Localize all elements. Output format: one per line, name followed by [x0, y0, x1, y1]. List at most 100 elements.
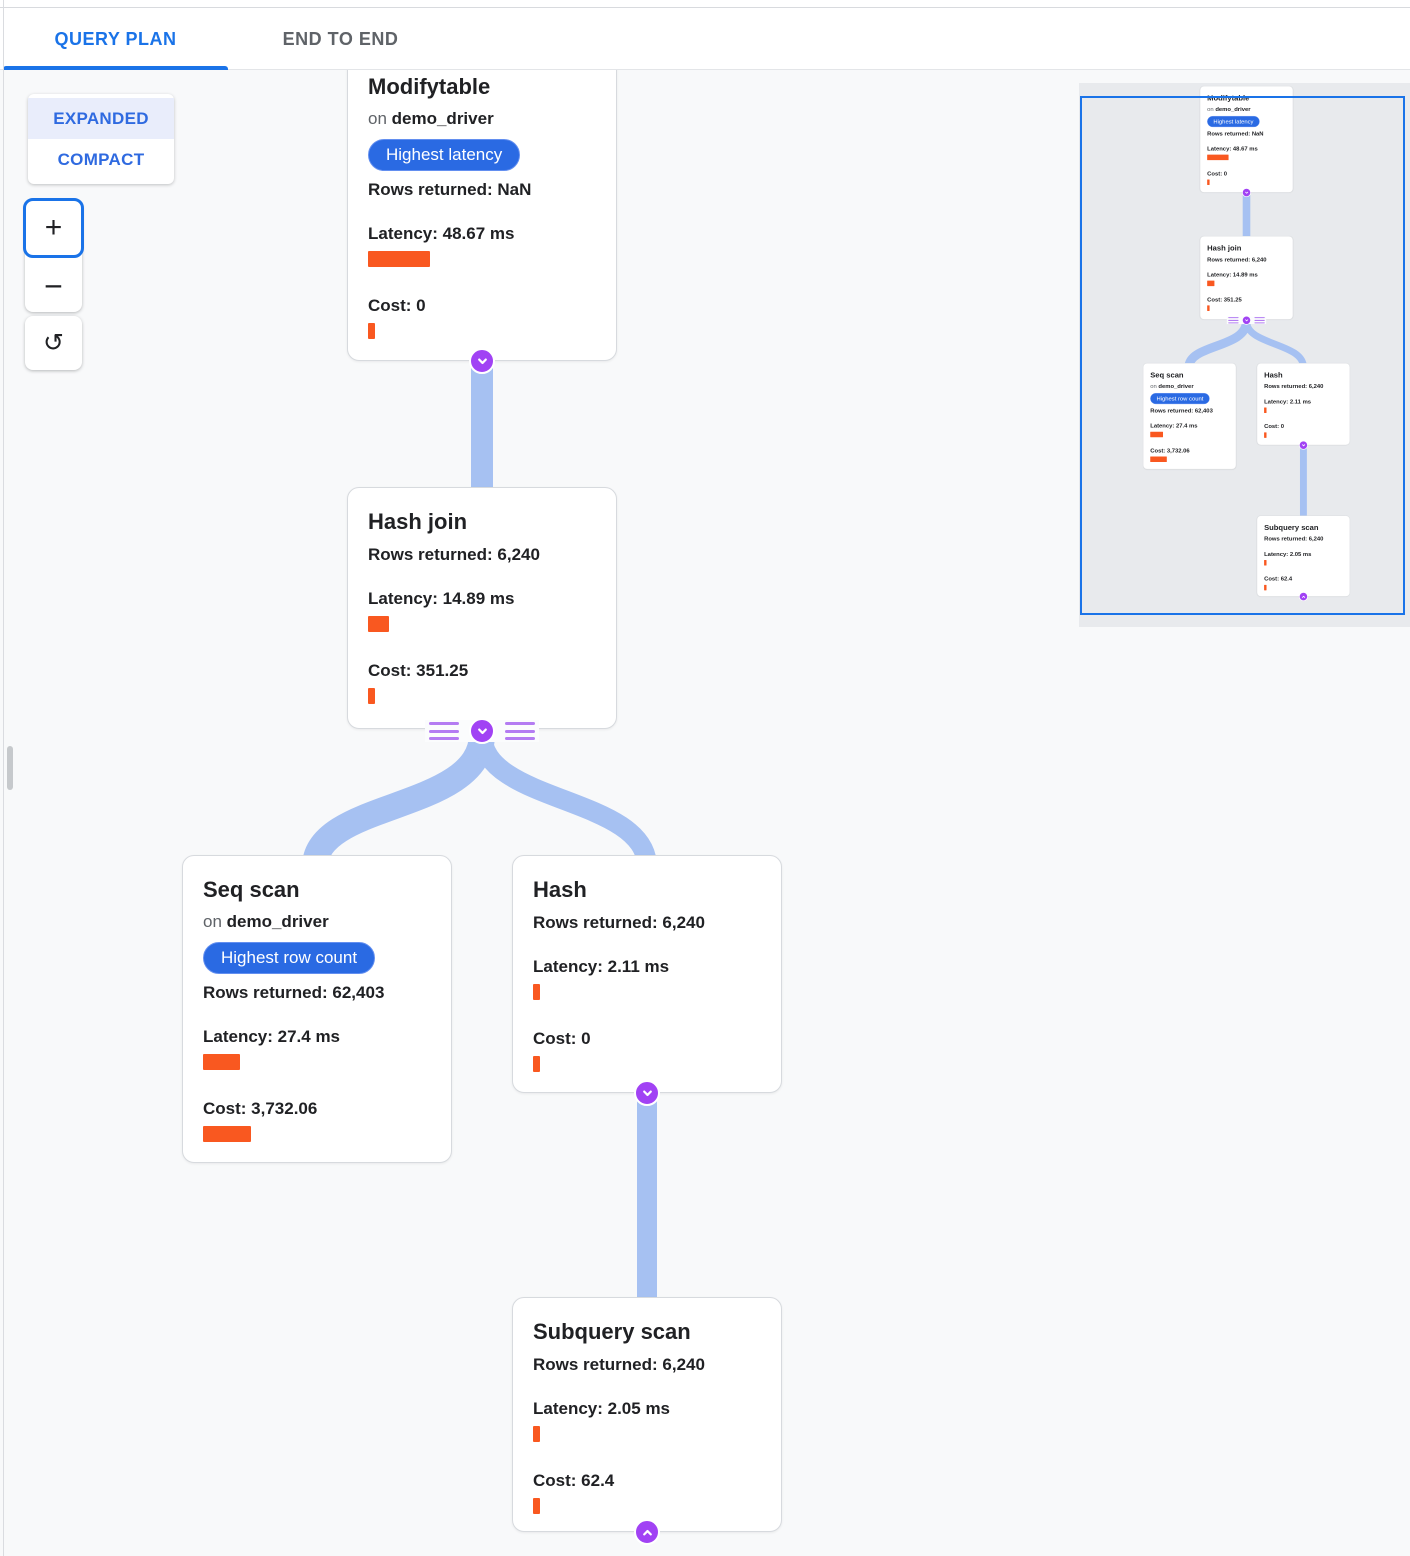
cost-bar — [368, 323, 375, 339]
latency: Latency: 48.67 ms — [368, 224, 515, 243]
latency-bar — [1264, 560, 1267, 566]
plan-node-hash[interactable]: Hash Rows returned: 6,240 Latency: 2.11 … — [1256, 363, 1350, 446]
tab-query-plan-label: QUERY PLAN — [54, 28, 177, 49]
tab-end-to-end[interactable]: END TO END — [228, 9, 453, 69]
latency-bar — [1207, 154, 1229, 161]
tab-bar: QUERY PLAN END TO END — [0, 9, 1410, 70]
expanded-option[interactable]: EXPANDED — [28, 98, 174, 139]
node-title: Seq scan — [1150, 370, 1184, 380]
latency: Latency: 2.11 ms — [533, 957, 670, 976]
node-table-ref: on demo_driver — [203, 910, 431, 934]
expand-toggle-subquery-scan[interactable] — [634, 1519, 660, 1545]
rows-returned: Rows returned: 6,240 — [533, 913, 705, 932]
plan-node-modifytable[interactable]: Modifytable on demo_driver Highest laten… — [347, 70, 617, 361]
node-table-ref: on demo_driver — [1150, 382, 1229, 390]
highest-latency-badge: Highest latency — [1207, 116, 1260, 128]
reset-view-button[interactable]: ↺ — [25, 316, 82, 370]
on-prefix: on — [1150, 382, 1159, 390]
query-plan-graph: Modifytable on demo_driver Highest laten… — [182, 70, 794, 1556]
node-table-ref: on demo_driver — [368, 107, 596, 131]
node-title: Seq scan — [203, 877, 300, 902]
multi-edge-line — [429, 722, 459, 725]
table-name: demo_driver — [1158, 382, 1194, 390]
plan-canvas[interactable]: Modifytable on demo_driver Highest laten… — [0, 70, 1410, 1556]
multi-edge-line — [505, 722, 535, 725]
rows-returned: Rows returned: 62,403 — [203, 983, 385, 1002]
plan-node-hash[interactable]: Hash Rows returned: 6,240 Latency: 2.11 … — [512, 855, 782, 1093]
edge-hashjoin-seqscan — [302, 732, 495, 869]
multi-edge-line — [1228, 317, 1239, 319]
latency-bar — [533, 984, 540, 1000]
rows-returned: Rows returned: 6,240 — [368, 545, 540, 564]
latency-bar — [368, 616, 389, 632]
multi-edge-line — [505, 737, 535, 740]
cost-bar — [368, 688, 375, 704]
cost: Cost: 62.4 — [533, 1471, 615, 1490]
rows-returned: Rows returned: 6,240 — [1264, 383, 1324, 390]
cost: Cost: 62.4 — [1264, 575, 1293, 583]
node-title: Hash join — [1207, 243, 1242, 253]
rows-returned: Rows returned: NaN — [1207, 130, 1264, 137]
node-title: Subquery scan — [533, 1319, 691, 1344]
plan-node-hash-join[interactable]: Hash join Rows returned: 6,240 Latency: … — [347, 487, 617, 729]
latency-bar — [1150, 431, 1164, 438]
chevron-up-icon — [1298, 592, 1308, 602]
compact-option[interactable]: COMPACT — [57, 150, 145, 169]
zoom-controls: + − — [23, 198, 84, 312]
latency-bar — [533, 1426, 540, 1442]
on-prefix: on — [368, 109, 392, 128]
chevron-up-icon — [634, 1519, 660, 1545]
table-name: demo_driver — [391, 109, 494, 128]
minimap-viewport[interactable] — [1080, 96, 1405, 615]
edge-hashjoin-hash — [472, 732, 657, 869]
node-table-ref: on demo_driver — [1207, 105, 1286, 113]
cost-bar — [533, 1498, 540, 1514]
latency: Latency: 48.67 ms — [1207, 145, 1258, 152]
zoom-in-button[interactable]: + — [23, 198, 84, 258]
on-prefix: on — [203, 912, 227, 931]
latency: Latency: 27.4 ms — [203, 1027, 341, 1046]
node-title: Hash — [533, 877, 587, 902]
panel-left-border — [3, 0, 4, 1556]
active-tab-indicator — [3, 66, 228, 70]
cost: Cost: 351.25 — [1207, 296, 1242, 303]
latency: Latency: 2.05 ms — [1264, 550, 1312, 558]
node-title: Subquery scan — [1264, 523, 1319, 532]
cost-bar — [533, 1056, 540, 1072]
cost-bar — [1264, 432, 1267, 438]
table-name: demo_driver — [226, 912, 329, 931]
latency-bar — [368, 251, 430, 267]
cost: Cost: 351.25 — [368, 661, 469, 680]
latency-bar — [1207, 280, 1215, 287]
top-strip — [0, 0, 1410, 8]
plan-node-hash-join[interactable]: Hash join Rows returned: 6,240 Latency: … — [1199, 236, 1294, 320]
cost: Cost: 3,732.06 — [1150, 447, 1190, 454]
latency-bar — [203, 1054, 240, 1070]
multi-edge-line — [429, 737, 459, 740]
vertical-scrollbar-thumb[interactable] — [7, 746, 13, 790]
multi-edge-line — [505, 729, 535, 733]
rows-returned: Rows returned: 6,240 — [1207, 256, 1267, 263]
collapse-toggle-hash[interactable] — [634, 1080, 660, 1106]
cost: Cost: 0 — [368, 296, 426, 315]
latency: Latency: 14.89 ms — [368, 589, 515, 608]
table-name: demo_driver — [1215, 105, 1251, 113]
plan-node-seq-scan[interactable]: Seq scan on demo_driver Highest row coun… — [1143, 363, 1237, 470]
plan-node-subquery-scan[interactable]: Subquery scan Rows returned: 6,240 Laten… — [512, 1297, 782, 1532]
highest-row-count-badge: Highest row count — [1150, 393, 1210, 405]
zoom-out-button[interactable]: − — [44, 267, 63, 304]
latency: Latency: 2.11 ms — [1264, 398, 1312, 405]
expand-toggle-subquery-scan[interactable] — [1298, 592, 1308, 602]
cost-bar — [1207, 179, 1210, 186]
latency: Latency: 27.4 ms — [1150, 422, 1198, 429]
plan-node-seq-scan[interactable]: Seq scan on demo_driver Highest row coun… — [182, 855, 452, 1163]
collapse-toggle-modifytable[interactable] — [469, 348, 495, 374]
tab-query-plan[interactable]: QUERY PLAN — [3, 9, 228, 70]
rows-returned: Rows returned: NaN — [368, 180, 532, 199]
collapse-toggle-hash-join[interactable] — [425, 718, 539, 744]
chevron-down-icon — [469, 348, 495, 374]
cost-bar — [1264, 584, 1267, 591]
multi-edge-line — [429, 729, 459, 733]
chevron-down-icon — [469, 718, 495, 744]
